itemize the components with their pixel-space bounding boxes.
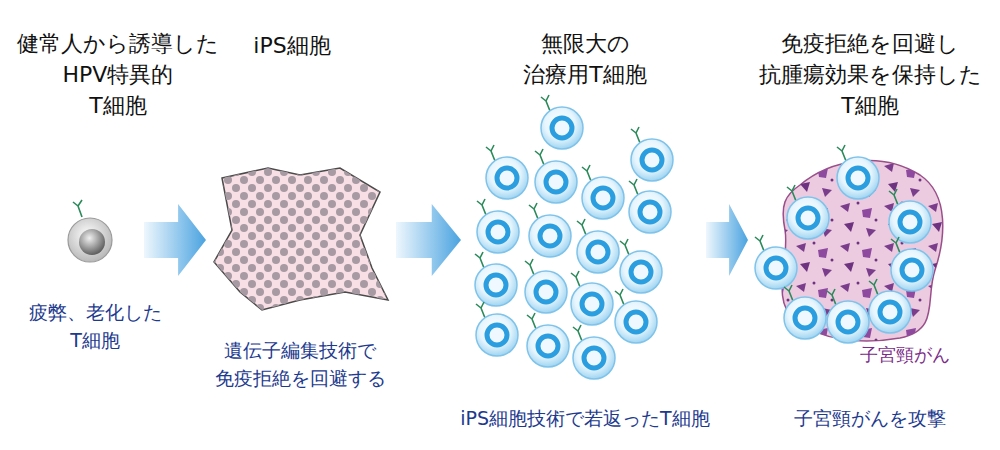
t-cell [631,127,673,181]
t-cell [784,285,826,339]
t-cell [475,252,517,306]
cell-nucleus [79,229,105,255]
ips-cell [214,168,388,310]
t-cell [541,95,583,149]
stage-panel: iPS細胞遺伝子編集技術で 免疫拒絶を回避する [210,160,392,315]
t-cell [527,313,569,367]
t-cell [571,271,613,325]
stage-caption: iPS細胞技術で若返ったT細胞 [435,404,735,432]
old-t-cell [68,200,112,262]
stage-caption: 疲弊、老化した T細胞 [0,298,195,354]
t-cell [529,203,571,257]
stage-panel: 無限大の 治療用T細胞iPS細胞技術で若返ったT細胞 [465,105,702,390]
t-cell [476,302,518,356]
t-cell [837,145,879,199]
t-cell [787,185,829,239]
t-cell-group [475,95,933,379]
stage-heading: 健常人から誘導した HPV特異的 T細胞 [0,28,236,121]
t-cell [535,149,577,203]
stage-panel: 免疫拒絶を回避し 抗腫瘍効果を保持した T細胞子宮頸がんを攻撃 [752,150,995,350]
receptor [73,200,82,217]
t-cell [891,237,933,291]
flow-arrow [706,204,748,276]
stage-heading: 無限大の 治療用T細胞 [465,28,705,90]
stage-heading: 免疫拒絶を回避し 抗腫瘍効果を保持した T細胞 [750,28,990,121]
t-cell [577,219,619,273]
tumor-label: 子宮頸がん [840,343,970,367]
cell-body [68,218,112,262]
t-cell [869,279,911,333]
t-cell [755,235,797,289]
ips-dots [214,168,388,310]
ips-blob [214,168,388,310]
t-cell [827,289,869,343]
stage-heading: iPS細胞 [192,30,392,61]
t-cell [889,189,931,243]
t-cell [573,325,615,379]
flow-arrow [396,204,461,276]
stage-panel: 健常人から誘導した HPV特異的 T細胞疲弊、老化した T細胞 [55,195,140,285]
flow-arrow [144,204,206,276]
stage-caption: 子宮頸がんを攻撃 [750,404,990,432]
t-cell [620,239,662,293]
t-cell [615,289,657,343]
t-cell [477,199,519,253]
t-cell [486,145,528,199]
t-cell [525,259,567,313]
t-cell [582,165,624,219]
stage-caption: 遺伝子編集技術で 免疫拒絶を回避する [175,336,425,392]
t-cell [629,179,671,233]
